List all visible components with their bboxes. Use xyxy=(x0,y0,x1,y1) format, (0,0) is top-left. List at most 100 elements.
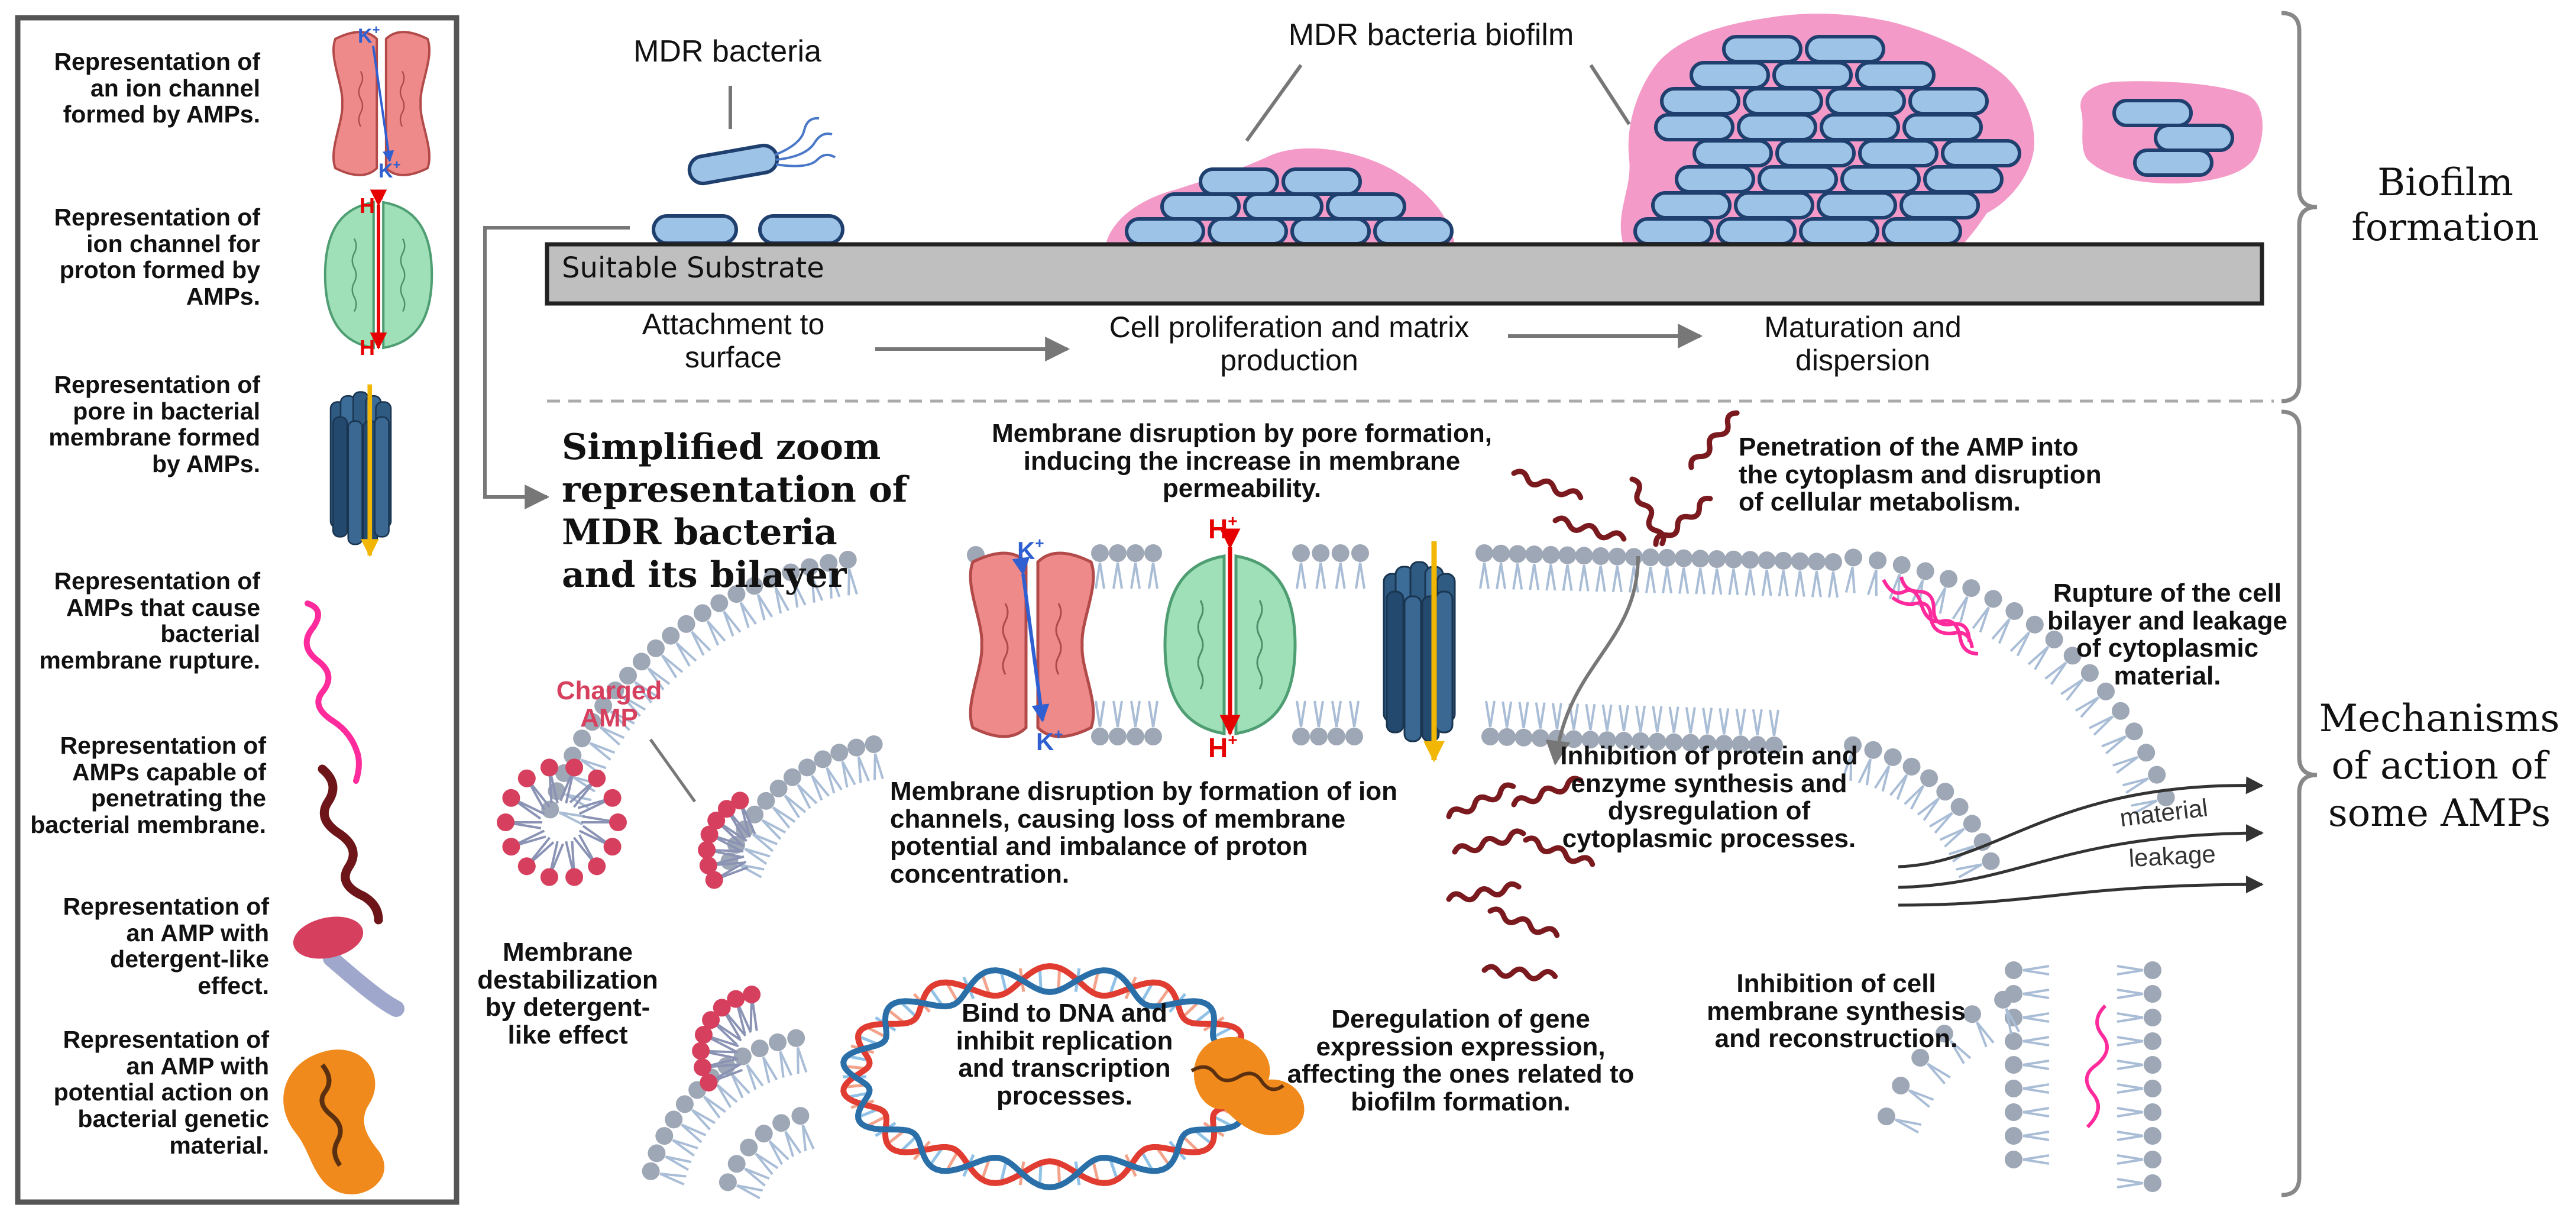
rupture-mechanism-label: Rupture of the cell bilayer and leakage … xyxy=(2047,579,2287,690)
ion-channel-k xyxy=(970,553,1093,737)
bacterium-cell xyxy=(1923,165,2004,193)
step-proliferation: Cell proliferation and matrix production xyxy=(1109,311,1470,377)
bacterium-cell xyxy=(1373,217,1454,246)
mechanisms-label: Mechanisms of action of some AMPs xyxy=(2319,697,2560,835)
penetration-arrow xyxy=(1545,556,1640,766)
lipid xyxy=(1773,550,1794,598)
mdr-bacteria-label: MDR bacteria xyxy=(633,34,821,69)
bacterium-cell xyxy=(1758,165,1838,193)
lipid xyxy=(2004,960,2050,980)
h-ion-top: H+ xyxy=(1208,512,1238,544)
legend-detergent-label: Representation of an AMP with detergent-… xyxy=(63,893,269,1000)
dna-ring xyxy=(840,963,1259,1191)
bacterium-cell xyxy=(652,214,738,245)
lipid xyxy=(2116,1126,2163,1146)
lipid xyxy=(715,1170,766,1204)
lipid xyxy=(1474,543,1494,590)
protein-mechanism-label: Inhibition of protein and enzyme synthes… xyxy=(1560,741,1858,853)
dna-rung xyxy=(1038,967,1043,992)
substrate-label: Suitable Substrate xyxy=(562,251,824,285)
bacterium-cell xyxy=(1775,139,1856,167)
lipid xyxy=(1291,543,1311,590)
lipid xyxy=(1310,543,1331,590)
legend-proton-channel-label: Representation of ion channel for proton… xyxy=(54,204,260,311)
lipid xyxy=(1590,546,1611,593)
leakage-arrows xyxy=(1898,776,2264,907)
bacterium-cell xyxy=(1651,191,1732,219)
legend-detergent-amp-icon xyxy=(293,916,404,1017)
lipid xyxy=(1862,549,1889,598)
brace-mechanisms xyxy=(2281,409,2318,1197)
dna-strand xyxy=(840,967,1259,1191)
lipid xyxy=(1574,545,1594,593)
lipid xyxy=(2116,1055,2163,1075)
bacteria-cells xyxy=(652,14,2263,246)
bacterium-cell xyxy=(1882,217,1962,246)
lipid xyxy=(1657,547,1677,595)
lipid xyxy=(1309,700,1329,747)
bacterium-cell xyxy=(687,143,779,186)
lipid xyxy=(2004,1102,2050,1122)
lipid xyxy=(735,1133,782,1179)
gene-mechanism-label: Deregulation of gene expression expressi… xyxy=(1287,1005,1635,1116)
cell-membrane-mechanism-label: Inhibition of cell membrane synthesis an… xyxy=(1707,969,1966,1054)
lipid xyxy=(1125,543,1145,590)
lipid xyxy=(1497,700,1517,747)
lipid xyxy=(1607,546,1627,593)
penetrating-amps-top xyxy=(1513,411,1740,548)
bacterium-cell xyxy=(1716,217,1797,246)
lipid xyxy=(1491,543,1512,590)
lipid xyxy=(1524,544,1545,592)
dna-rung xyxy=(1057,967,1062,992)
genetic-amp xyxy=(1190,1036,1305,1136)
lipid xyxy=(1541,544,1561,592)
legend-k-ion-bottom: K+ xyxy=(378,157,400,182)
bacterium-cell xyxy=(1199,167,1279,196)
lipid xyxy=(1513,700,1534,748)
bacterium-cell xyxy=(1908,87,1989,115)
legend-proton-channel-icon xyxy=(325,189,432,350)
pore-channel xyxy=(1383,541,1456,763)
lipid xyxy=(1108,700,1128,747)
legend-rupture-amp-icon xyxy=(303,600,362,784)
zoom-title: Simplified zoom representation of MDR ba… xyxy=(562,427,908,596)
lipid xyxy=(1350,543,1370,590)
bacterium-cell xyxy=(1737,113,1817,141)
lipid xyxy=(1640,547,1661,595)
dna-rung xyxy=(1038,1162,1043,1186)
bacterium-cell xyxy=(1820,113,1900,141)
lipid xyxy=(1143,543,1163,590)
lipid xyxy=(1789,551,1810,598)
bacterium-cell xyxy=(1902,113,1983,141)
bacterium-cell xyxy=(1243,192,1323,221)
bacterium-cell xyxy=(1805,35,1885,63)
bacterium-cell xyxy=(2112,99,2193,127)
bacterium-cell xyxy=(1675,165,1755,193)
legend-penetrating-amp-icon xyxy=(318,764,383,925)
h-ion-bottom: H+ xyxy=(1208,731,1238,763)
lipid xyxy=(1806,551,1827,599)
bacterium-cell xyxy=(1160,192,1241,221)
biofilm-pointer-left xyxy=(1245,64,1303,142)
lipid xyxy=(2116,1173,2163,1193)
lipid xyxy=(2116,1031,2163,1051)
lipid xyxy=(1674,548,1694,595)
lipid xyxy=(1913,777,1959,825)
bacterium-cell xyxy=(1840,165,1921,193)
bacterium-cell xyxy=(1941,139,2021,167)
bacterium-cell xyxy=(1690,61,1770,89)
step-attachment: Attachment to surface xyxy=(642,308,825,374)
lipid xyxy=(1326,700,1347,747)
detergent-mechanism-label: Membrane destabilization by detergent-li… xyxy=(477,938,658,1049)
step-maturation: Maturation and dispersion xyxy=(1764,311,1962,377)
lipid xyxy=(1108,543,1128,590)
zoom-connector-arrow xyxy=(483,226,630,509)
lipid xyxy=(1143,700,1163,747)
lipid xyxy=(2004,1078,2050,1099)
legend-ion-channel-label: Representation of an ion channel formed … xyxy=(54,48,260,128)
bacterium-cell xyxy=(1125,217,1205,246)
bacterium-cell xyxy=(1326,192,1406,221)
lipid xyxy=(1507,544,1528,591)
lipid xyxy=(1887,1072,1937,1112)
